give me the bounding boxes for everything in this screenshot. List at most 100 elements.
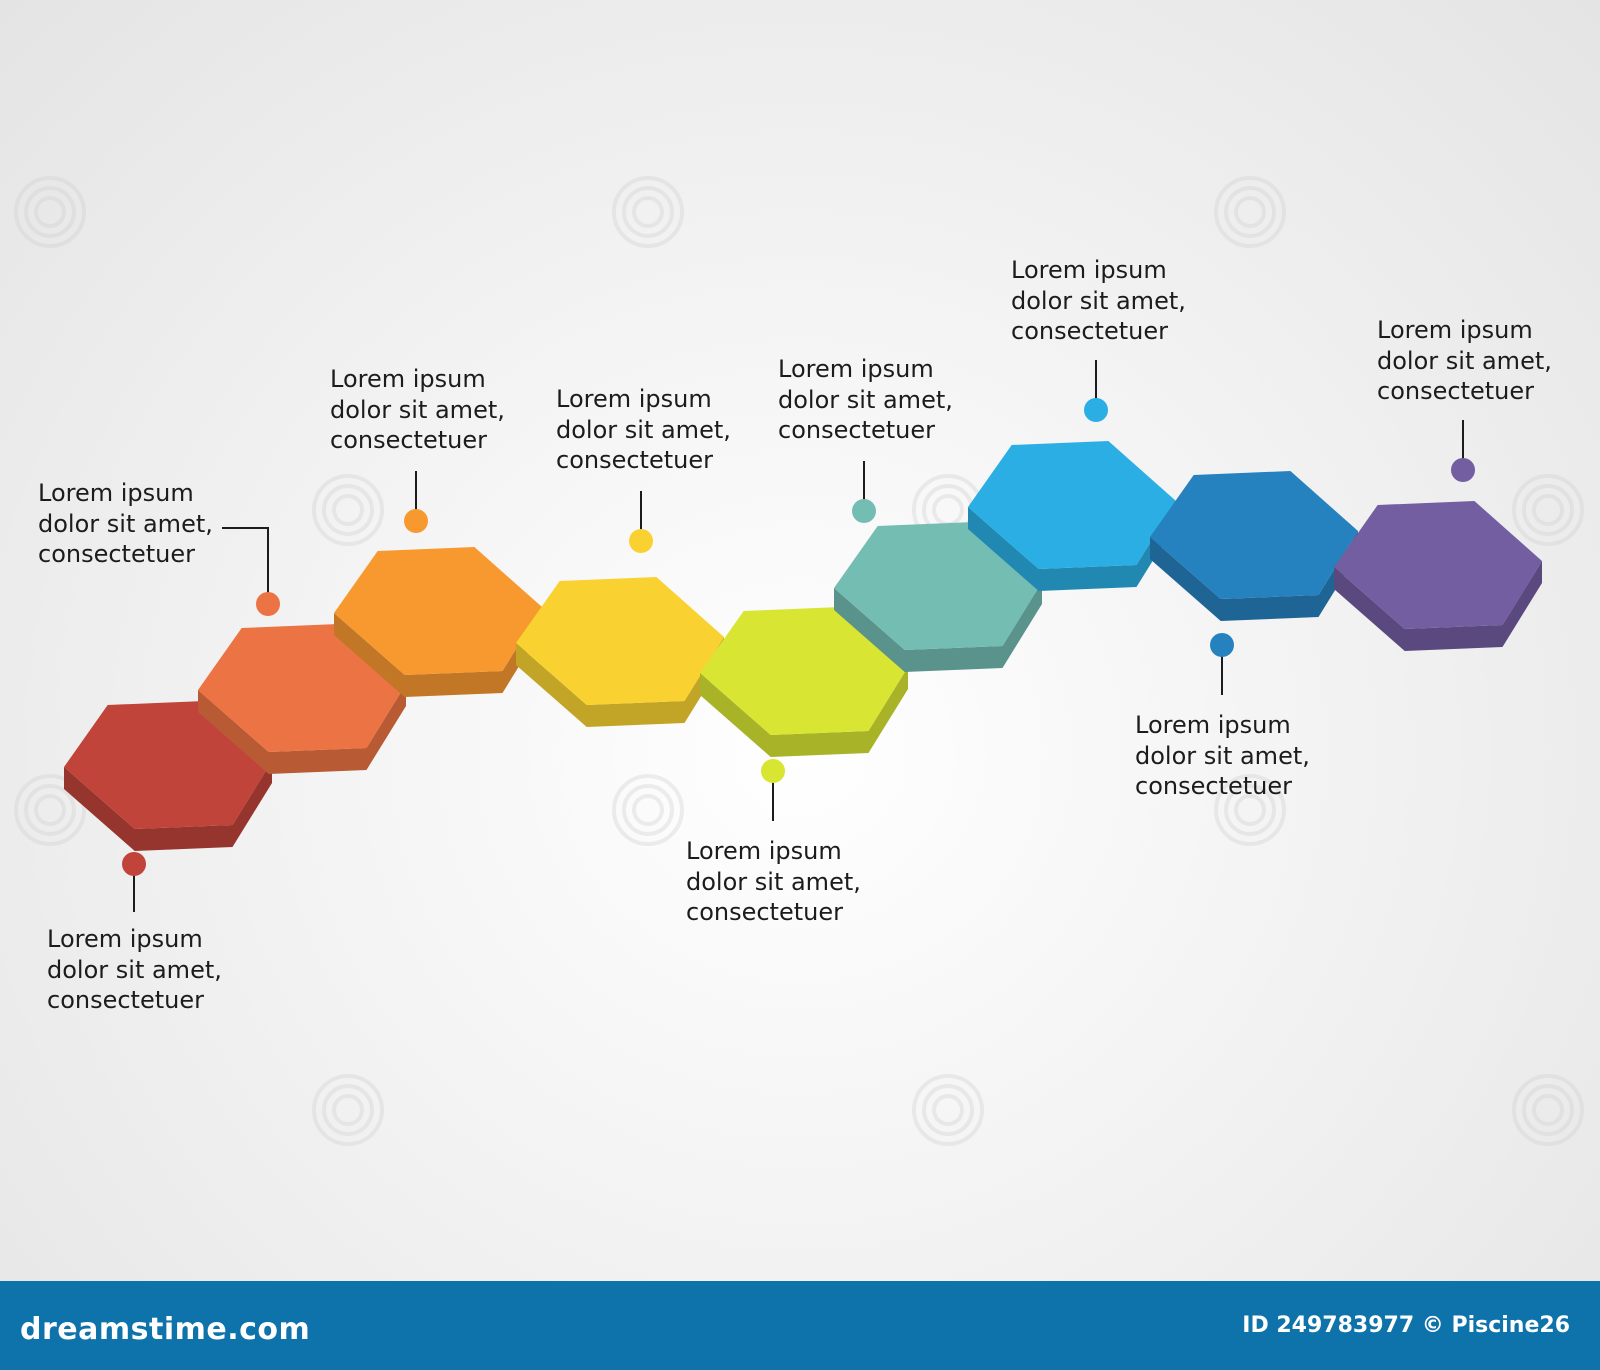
hexagon-step-2[interactable] <box>198 624 406 774</box>
step-label-line: Lorem ipsum <box>330 365 486 393</box>
watermark-swirl-icon <box>14 774 86 846</box>
connector-2 <box>222 527 280 616</box>
hexagon-top <box>1150 471 1358 599</box>
watermark-swirl-icon <box>14 176 86 248</box>
connector-9 <box>1451 420 1475 482</box>
step-label-line: dolor sit amet, <box>1011 286 1186 315</box>
step-label-line: consectetuer <box>47 986 204 1014</box>
hexagon-side <box>834 582 1042 672</box>
step-label-line: dolor sit amet, <box>556 415 731 444</box>
brand-logo[interactable]: dreamstime.com <box>20 1312 311 1347</box>
hexagon-top <box>516 577 724 705</box>
image-credit: ID 249783977 © Piscine26 <box>1242 1313 1570 1338</box>
step-label-line: Lorem ipsum <box>1377 316 1533 344</box>
connector-dot <box>852 499 876 523</box>
hexagon-top <box>334 547 542 675</box>
step-label-line: dolor sit amet, <box>1135 741 1310 770</box>
step-label-line: consectetuer <box>686 898 843 926</box>
hexagon-top <box>64 701 272 829</box>
watermark-swirl-icon <box>1214 774 1286 846</box>
hexagon-layer <box>64 441 1542 851</box>
footer-bar: dreamstime.com ID 249783977 © Piscine26 <box>0 1281 1600 1370</box>
connector-dot <box>256 592 280 616</box>
connector-6 <box>852 461 876 523</box>
connector-1 <box>122 852 146 912</box>
hexagon-side <box>516 637 724 727</box>
hexagon-side <box>968 501 1176 591</box>
hexagon-top <box>834 522 1042 650</box>
connector-dot <box>404 509 428 533</box>
hexagon-top <box>1334 501 1542 629</box>
hexagon-side <box>64 761 272 851</box>
watermark-swirl-icon <box>612 176 684 248</box>
hexagon-side <box>198 684 406 774</box>
hexagon-top <box>700 607 908 735</box>
watermark-swirl-icon <box>312 1074 384 1146</box>
connector-dot <box>1210 633 1234 657</box>
connector-dot <box>1451 458 1475 482</box>
watermark-swirl-icon <box>312 474 384 546</box>
step-label-line: dolor sit amet, <box>778 385 953 414</box>
watermark-swirl-icon <box>1214 176 1286 248</box>
hexagon-step-9[interactable] <box>1334 501 1542 651</box>
connector-3 <box>404 471 428 533</box>
step-label-line: Lorem ipsum <box>556 385 712 413</box>
hexagon-step-8[interactable] <box>1150 471 1358 621</box>
step-label-line: dolor sit amet, <box>330 395 505 424</box>
step-label-line: Lorem ipsum <box>1135 711 1291 739</box>
step-label-line: consectetuer <box>330 426 487 454</box>
step-label-line: consectetuer <box>1135 772 1292 800</box>
step-label-line: Lorem ipsum <box>38 479 194 507</box>
connector-dot <box>122 852 146 876</box>
hexagon-step-diagram <box>14 176 1584 1146</box>
hexagon-side <box>1334 561 1542 651</box>
step-label-line: consectetuer <box>38 540 195 568</box>
step-label-line: dolor sit amet, <box>38 509 213 538</box>
connector-layer <box>122 360 1475 912</box>
hexagon-side <box>700 667 908 757</box>
step-label-line: Lorem ipsum <box>1011 256 1167 284</box>
watermark-swirl-icon <box>912 1074 984 1146</box>
step-label-line: dolor sit amet, <box>1377 346 1552 375</box>
watermark-layer <box>14 176 1584 1146</box>
step-label-line: Lorem ipsum <box>47 925 203 953</box>
connector-5 <box>761 759 785 821</box>
hexagon-side <box>1150 531 1358 621</box>
hexagon-step-1[interactable] <box>64 701 272 851</box>
connector-dot <box>761 759 785 783</box>
step-label-line: dolor sit amet, <box>47 955 222 984</box>
watermark-swirl-icon <box>612 774 684 846</box>
hexagon-step-7[interactable] <box>968 441 1176 591</box>
step-label-line: consectetuer <box>1377 377 1534 405</box>
connector-4 <box>629 491 653 553</box>
connector-dot <box>1084 398 1108 422</box>
hexagon-step-5[interactable] <box>700 607 908 757</box>
hexagon-top <box>968 441 1176 569</box>
hexagon-step-4[interactable] <box>516 577 724 727</box>
connector-line <box>222 527 269 604</box>
step-label-line: dolor sit amet, <box>686 867 861 896</box>
connector-dot <box>629 529 653 553</box>
watermark-swirl-icon <box>1512 1074 1584 1146</box>
step-label-line: consectetuer <box>1011 317 1168 345</box>
step-label-line: Lorem ipsum <box>686 837 842 865</box>
hexagon-step-6[interactable] <box>834 522 1042 672</box>
step-label-line: consectetuer <box>778 416 935 444</box>
step-label-line: consectetuer <box>556 446 713 474</box>
hexagon-top <box>198 624 406 752</box>
hexagon-step-3[interactable] <box>334 547 542 697</box>
watermark-swirl-icon <box>1512 474 1584 546</box>
step-label-line: Lorem ipsum <box>778 355 934 383</box>
hexagon-side <box>334 607 542 697</box>
connector-7 <box>1084 360 1108 422</box>
connector-8 <box>1210 633 1234 695</box>
